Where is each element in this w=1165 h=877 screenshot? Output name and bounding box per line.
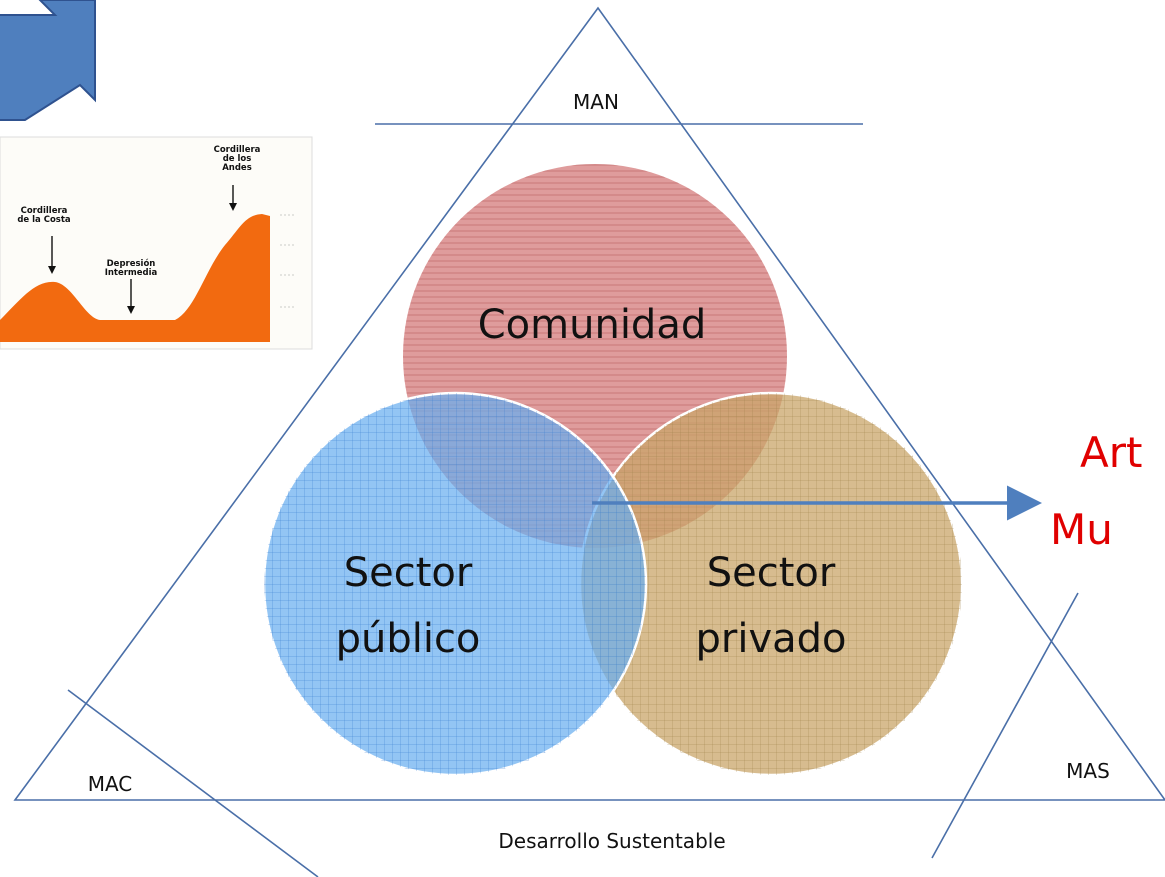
sector-publico-circle xyxy=(262,391,648,777)
profile-label: Andes xyxy=(222,163,252,173)
profile-label: de los xyxy=(223,154,252,164)
sector-publico-label-line2: público xyxy=(336,616,481,662)
mac-label: MAC xyxy=(88,772,133,796)
callout-text-line2: Mu xyxy=(1050,505,1113,554)
sector-privado-label-line1: Sector xyxy=(707,550,836,596)
big-arrow-icon xyxy=(0,0,96,121)
main-triangle xyxy=(13,6,1165,801)
elevation-profile-image: Cordillera de la Costa Depresión Interme… xyxy=(0,136,313,350)
callout-text-line1: Art xyxy=(1080,428,1142,477)
profile-label: Intermedia xyxy=(105,268,158,278)
sector-privado-circle xyxy=(578,391,964,777)
comunidad-label: Comunidad xyxy=(478,302,706,348)
sector-publico-label-line1: Sector xyxy=(344,550,473,596)
profile-label: Cordillera xyxy=(214,145,261,155)
man-label: MAN xyxy=(573,90,619,114)
mac-divider-line xyxy=(67,689,319,877)
sector-privado-label-line2: privado xyxy=(696,616,847,662)
profile-label: Cordillera xyxy=(21,206,68,216)
profile-label: de la Costa xyxy=(17,215,71,225)
mas-label: MAS xyxy=(1066,759,1110,783)
desarrollo-sustentable-label: Desarrollo Sustentable xyxy=(498,829,725,853)
mas-divider-line xyxy=(931,592,1079,859)
profile-label: Depresión xyxy=(107,258,156,269)
